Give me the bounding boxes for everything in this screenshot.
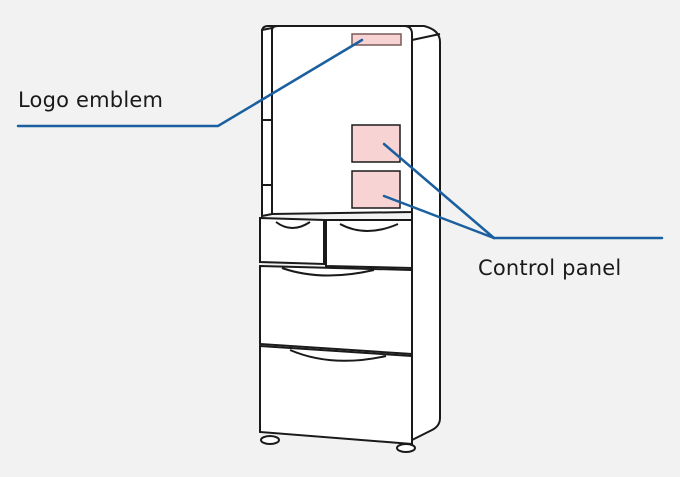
upper-drawers [259,216,413,270]
refrigerator-cabinet [261,25,441,441]
logo-emblem-marker [351,33,402,46]
middle-drawer [259,264,413,356]
cabinet-left-edge [261,26,273,218]
control-panel-upper-marker [351,124,401,163]
leader-lines [16,38,664,240]
bottom-drawer [259,344,413,446]
control-panel-leader-upper [382,142,496,240]
refrigerator-feet [260,435,416,453]
control-panel-leader-lower [382,194,496,240]
control-panel-label: Control panel [478,256,622,280]
logo-emblem-label: Logo emblem [18,88,164,112]
logo-emblem-leader [16,38,364,128]
control-panel-lower-marker [351,170,401,209]
